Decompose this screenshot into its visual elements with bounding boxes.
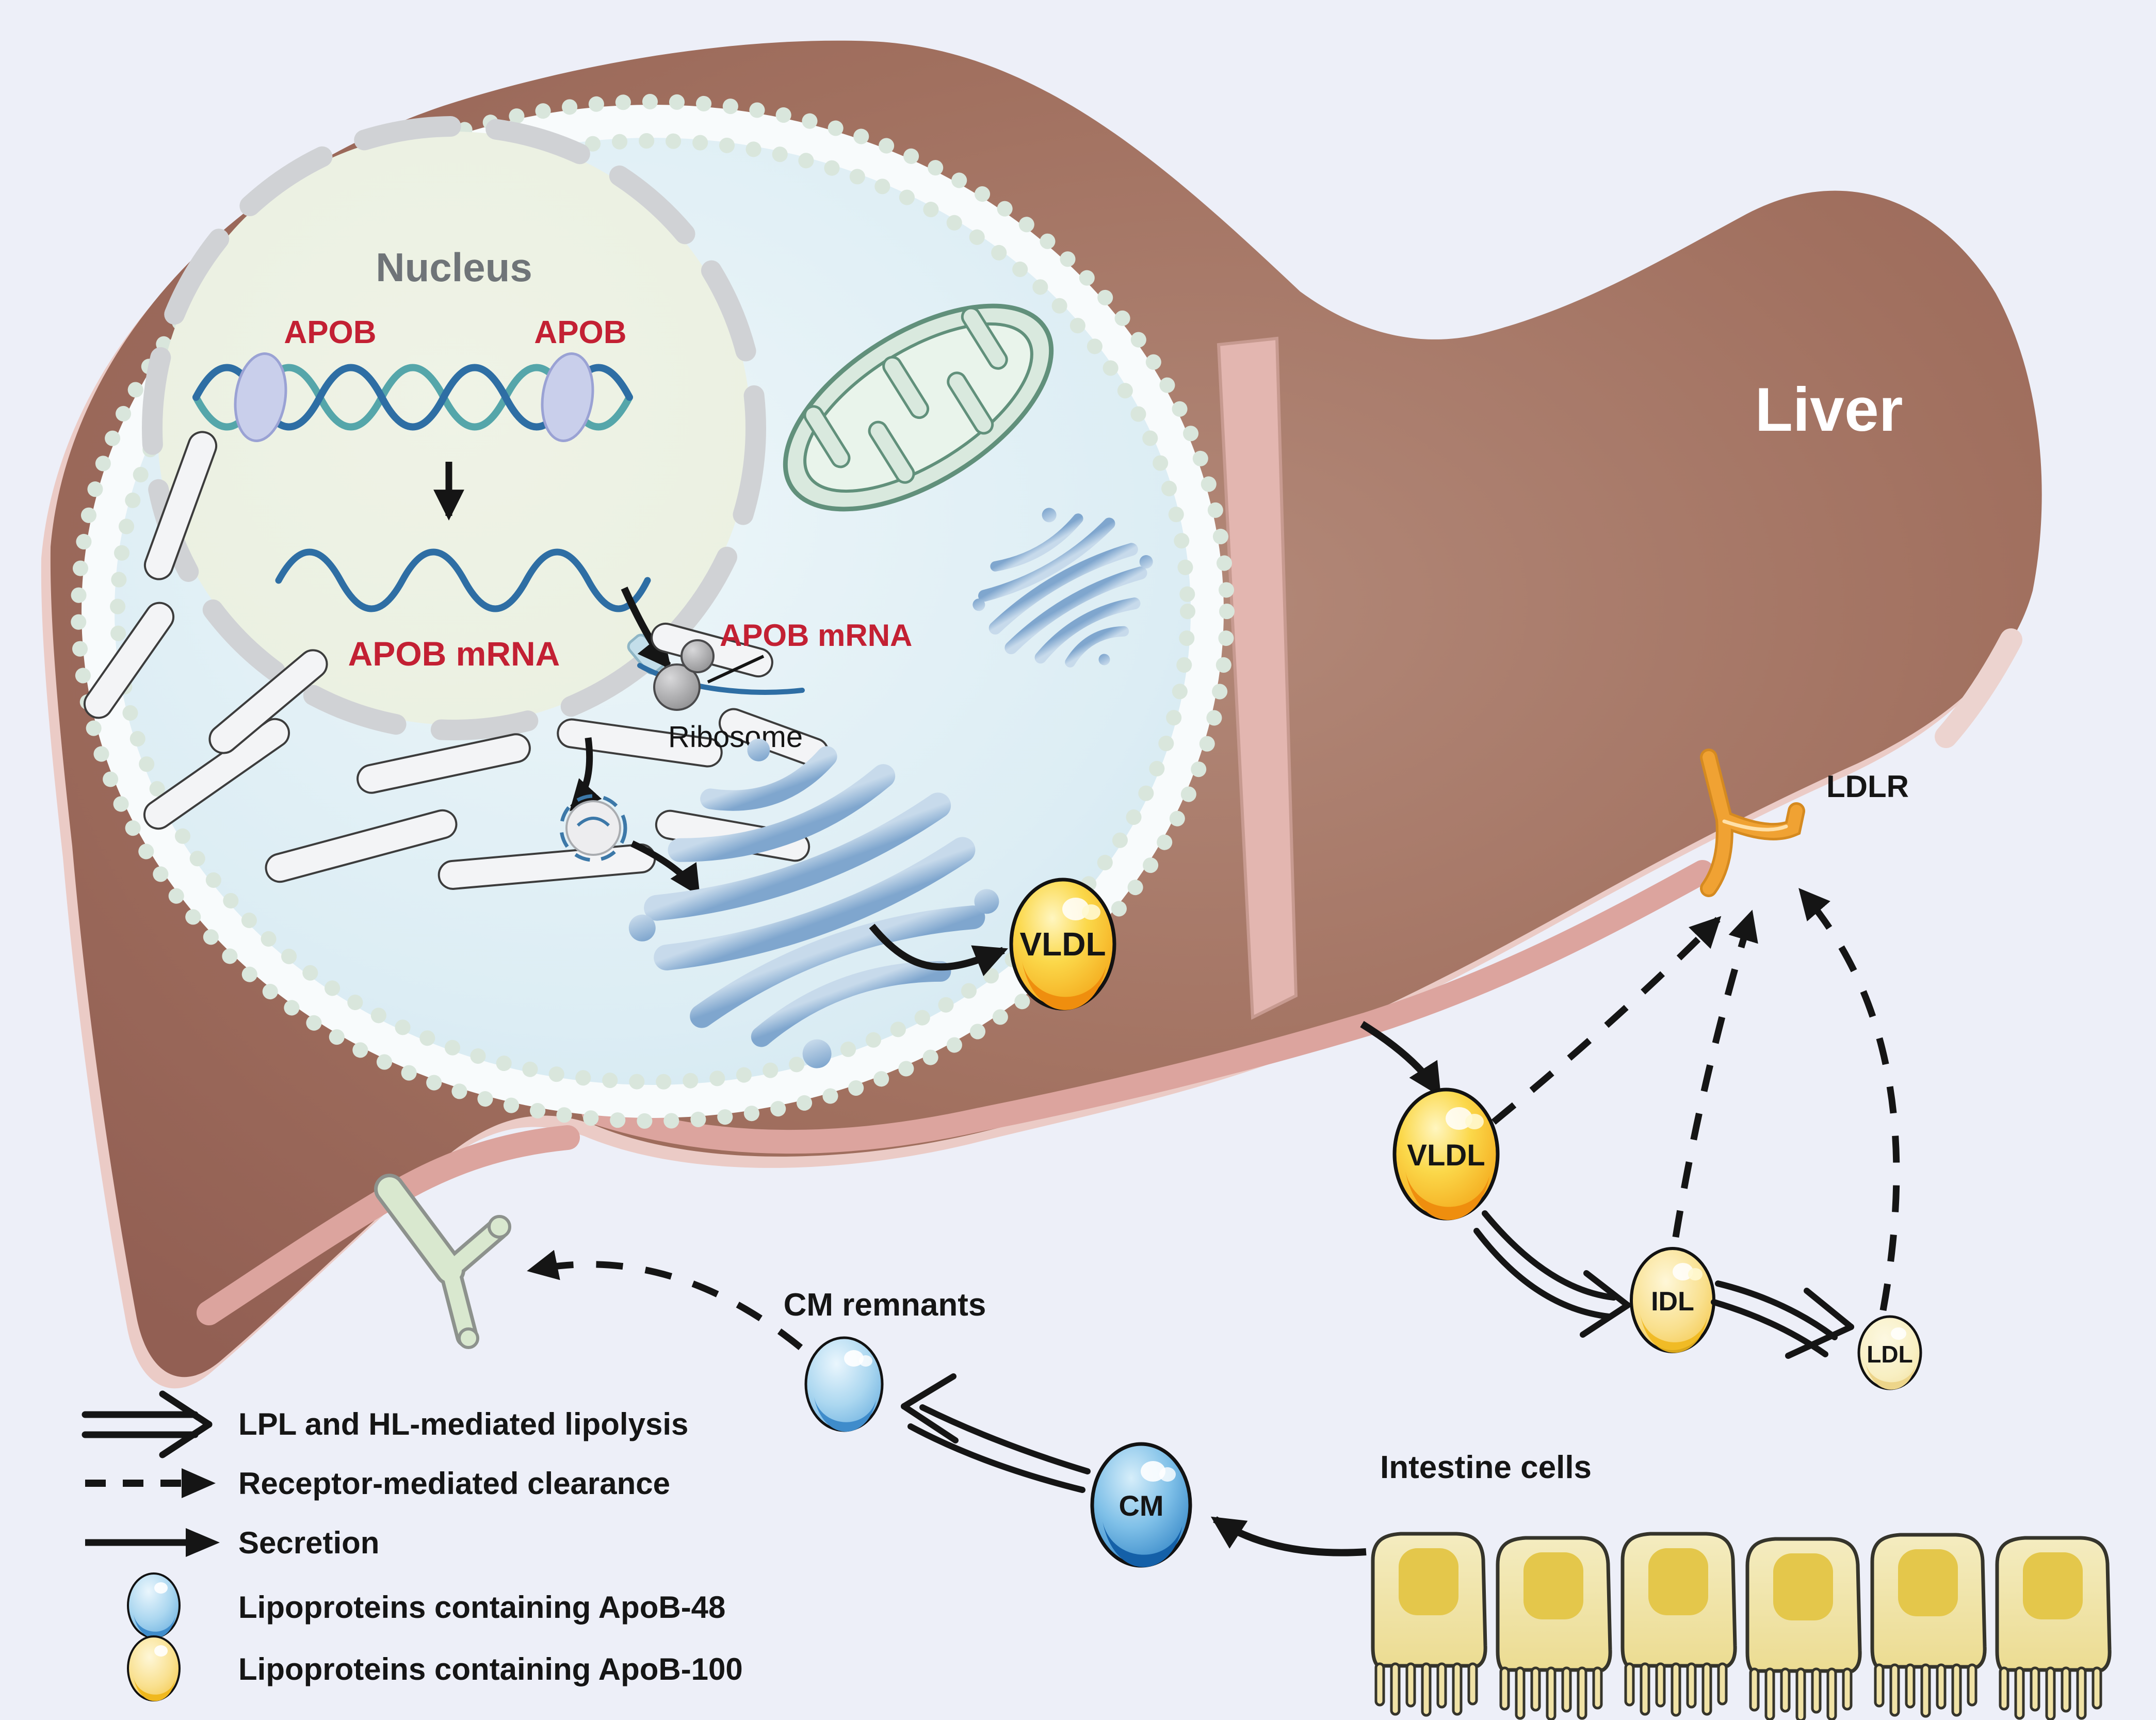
ldlr-receptor-icon <box>1700 749 1805 897</box>
protein-to-golgi-arrow <box>630 840 701 897</box>
lipolysis-arrow-cm <box>901 1373 1091 1493</box>
yellow-lipoprotein-sphere-icon <box>127 1635 181 1701</box>
double-line-arrow-icon <box>82 1390 213 1458</box>
liver-label: Liver <box>1755 375 1903 444</box>
cm-remnants-label: CM remnants <box>784 1287 986 1323</box>
nucleus-label: Nucleus <box>376 245 532 290</box>
vldl-label-liver: VLDL <box>1019 926 1106 963</box>
cm-remnants-particle <box>804 1336 884 1432</box>
vldl-particle: VLDL <box>1392 1088 1500 1221</box>
ldlr-label: LDLR <box>1826 769 1909 804</box>
transcription-factor-right <box>541 352 594 442</box>
dashed-arrow-icon <box>85 1468 216 1498</box>
ldl-particle: LDL <box>1857 1315 1922 1390</box>
idl-label: IDL <box>1651 1287 1694 1317</box>
cm-label: CM <box>1118 1489 1163 1522</box>
mitochondrion-icon <box>783 303 1054 512</box>
vldl-label: VLDL <box>1407 1139 1485 1172</box>
apob-mrna-ribosome-label: APOB mRNA <box>720 618 912 653</box>
liver-vessel-lower <box>581 860 1714 1154</box>
lipolysis-arrow-idl-ldl <box>1711 1280 1854 1359</box>
vldl-particle-liver: VLDL <box>1009 878 1116 1011</box>
ribosome-icon <box>653 639 715 711</box>
clearance-arrow-vldl <box>1491 916 1722 1125</box>
remnant-receptor-icon <box>374 1174 511 1349</box>
liver-ligament-band <box>1217 336 1298 1020</box>
golgi-to-vldl-arrow <box>869 923 1008 977</box>
er-to-protein-arrow <box>569 737 602 812</box>
er-cisterna <box>143 718 290 830</box>
er-cisterna <box>265 809 458 883</box>
er-cisterna <box>557 718 723 768</box>
clearance-arrows <box>1491 888 1900 1311</box>
cell-membrane-inner-lipids <box>110 133 1195 1090</box>
apob-mrna-label: APOB mRNA <box>348 635 560 673</box>
apob-gene-label-right: APOB <box>534 315 626 350</box>
ldl-label: LDL <box>1867 1341 1912 1368</box>
er-cisterna <box>83 602 175 719</box>
idl-particle: IDL <box>1630 1247 1715 1353</box>
lipolysis-arrow-vldl-idl <box>1473 1210 1631 1338</box>
legend-row-clearance: Receptor-mediated clearance <box>85 1466 670 1501</box>
legend-row-secretion: Secretion <box>85 1526 379 1560</box>
clearance-arrow-cm-remnants <box>527 1250 803 1351</box>
ribosome-label: Ribosome <box>668 720 803 754</box>
cell-membrane-outer-lipids <box>71 94 1235 1129</box>
blue-lipoprotein-sphere-icon <box>127 1572 181 1638</box>
apob-mrna-pointer-line <box>707 655 765 684</box>
legend: LPL and HL-mediated lipolysis Receptor-m… <box>82 1390 743 1701</box>
legend-row-apob48: Lipoproteins containing ApoB-48 <box>127 1572 725 1638</box>
cm-particle: CM <box>1090 1442 1192 1568</box>
legend-label: Lipoproteins containing ApoB-48 <box>238 1590 725 1625</box>
legend-label: LPL and HL-mediated lipolysis <box>238 1407 688 1441</box>
hepatocyte-cell: Nucleus APOB APOB APOB mRNA <box>71 94 1235 1129</box>
mrna-export-arrow <box>621 587 672 670</box>
clearance-arrow-ldl <box>1798 888 1900 1311</box>
dna-helix <box>192 352 633 442</box>
legend-label: Lipoproteins containing ApoB-100 <box>238 1652 743 1686</box>
secretion-arrow-liver <box>1360 1021 1441 1097</box>
apob-mrna-wave <box>275 548 651 612</box>
legend-row-lipolysis: LPL and HL-mediated lipolysis <box>82 1390 688 1458</box>
er-cisterna <box>356 733 531 794</box>
legend-label: Secretion <box>238 1526 379 1560</box>
er-cisterna <box>143 431 218 580</box>
er-cisterna <box>208 649 328 754</box>
nuclear-envelope <box>142 116 766 740</box>
solid-arrow-icon <box>85 1528 220 1557</box>
legend-row-apob100: Lipoproteins containing ApoB-100 <box>127 1635 743 1701</box>
apob-protein-icon <box>559 794 627 862</box>
apob-gene-label-left: APOB <box>284 315 376 350</box>
legend-label: Receptor-mediated clearance <box>238 1466 670 1501</box>
intestine-label: Intestine cells <box>1380 1450 1592 1485</box>
liver-vessel-right-streak <box>1935 628 2022 748</box>
nucleus <box>157 132 751 725</box>
secretion-arrow-intestine <box>1210 1516 1367 1556</box>
cell-membrane-band <box>82 105 1224 1118</box>
clearance-arrow-idl <box>1672 910 1758 1238</box>
transcription-factor-left <box>234 352 287 442</box>
